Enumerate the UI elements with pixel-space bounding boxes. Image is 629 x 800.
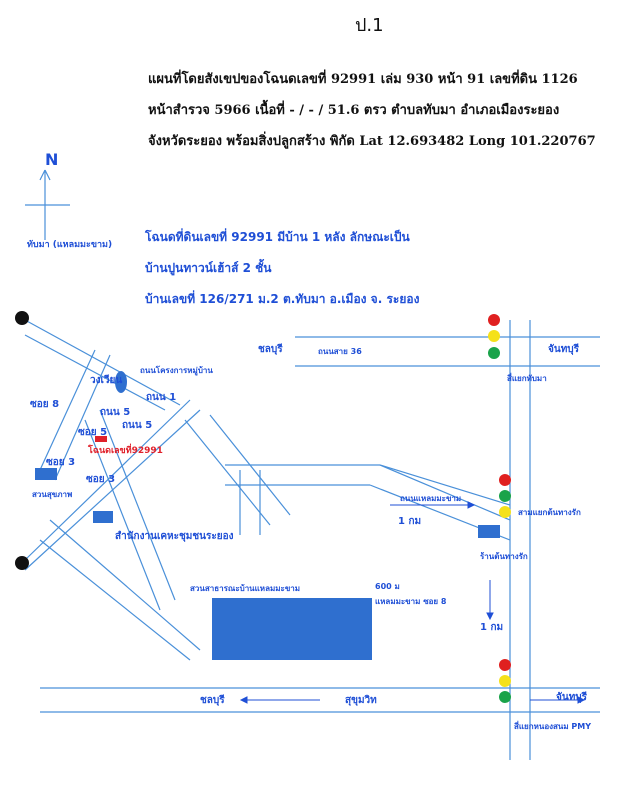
road-network [24, 169, 600, 760]
road-diagonal-2 [184, 419, 271, 526]
traffic-light-bottom-green [499, 691, 511, 703]
label-project-road: ถนนโครงการหมู่บ้าน [140, 366, 213, 375]
label-road-5-b: ถนน 5 [122, 420, 153, 431]
compass-arrow-right [44, 169, 51, 181]
header-line-3: จังหวัดระยอง พร้อมสิ่งปลูกสร้าง พิกัด La… [148, 134, 596, 149]
label-distance-600m: 600 ม [375, 582, 400, 591]
label-nongsanom-junction: สี่แยกหนองสนม PMY [514, 722, 592, 731]
page-number: ป.1 [355, 15, 384, 36]
corner-dot-top [15, 311, 29, 325]
village-road-f [39, 539, 191, 661]
village-diagonal-3 [24, 399, 191, 561]
label-park: สวนสุขภาพ [32, 490, 73, 499]
label-soi-5: ซอย 5 [78, 427, 108, 438]
public-park-block [212, 598, 372, 660]
north-letter: N [45, 150, 59, 169]
description-line-3: บ้านเลขที่ 126/271 ม.2 ต.ทับมา อ.เมือง จ… [145, 292, 420, 306]
description-line-1: โฉนดที่ดินเลขที่ 92991 มีบ้าน 1 หลัง ลัก… [145, 230, 410, 244]
village-road-c [84, 419, 161, 611]
park-block [35, 468, 57, 480]
description-line-2: บ้านปูนทาวน์เฮ้าส์ 2 ชั้น [145, 261, 272, 275]
label-road-1: ถนน 1 [146, 392, 177, 403]
traffic-light-top-red [488, 314, 500, 326]
traffic-light-middle-yellow [499, 506, 511, 518]
traffic-light-top-yellow [488, 330, 500, 342]
traffic-light-top-green [488, 347, 500, 359]
label-soi-3-a: ซอย 3 [46, 457, 76, 468]
label-sukhumvit: สุขุมวิท [345, 695, 377, 706]
laem-makham-connector-1 [379, 464, 511, 521]
label-tabma-junction: สี่แยกทับมา [507, 374, 547, 383]
label-deed-marker: โฉนดเลขที่92991 [88, 446, 163, 456]
compass-direction-label: ทับมา (แหลมมะขาม) [27, 240, 113, 250]
label-chanthaburi-top: จันทบุรี [548, 344, 580, 355]
label-housing-office: สำนักงานเคหะชุมชนระยอง [115, 531, 234, 542]
traffic-light-top [488, 314, 500, 359]
distance-arrows [239, 501, 586, 704]
traffic-light-bottom-yellow [499, 675, 511, 687]
label-road-5-a: ถนน 5 [100, 407, 131, 418]
village-road-d [99, 409, 176, 601]
compass-arrow-left [39, 169, 46, 181]
label-chanthaburi-bottom: จันทบุรี [556, 692, 588, 703]
deed-location-marker [95, 436, 107, 442]
label-tonphangrak-junction: สามแยกต้นทางรัก [518, 508, 581, 517]
traffic-light-middle-green [499, 490, 511, 502]
label-laem-makham-soi-8: แหลมมะขาม ซอย 8 [375, 597, 447, 606]
label-distance-1km-b: 1 กม [480, 622, 504, 633]
traffic-light-middle [499, 474, 511, 518]
arrow-head-down-1km [486, 612, 494, 621]
label-distance-1km-a: 1 กม [398, 516, 422, 527]
label-public-park: สวนสาธารณะบ้านแหลมมะขาม [190, 584, 301, 593]
label-chonburi-bottom: ชลบุรี [200, 695, 225, 706]
roundabout-marker [115, 371, 127, 393]
arrow-head-sukhumvit-right [577, 696, 586, 704]
corner-dot-bottom [15, 556, 29, 570]
label-road-36: ถนนสาย 36 [318, 347, 362, 356]
label-tonphangrak-shop: ร้านต้นทางรัก [480, 552, 528, 561]
label-soi-8: ซอย 8 [30, 399, 60, 410]
laem-makham-connector-3 [379, 464, 511, 506]
village-diagonal-1 [24, 319, 181, 406]
traffic-light-middle-red [499, 474, 511, 486]
header-line-2: หน้าสำรวจ 5966 เนื้อที่ - / - / 51.6 ตรว… [148, 103, 560, 118]
label-chonburi-top: ชลบุรี [258, 344, 283, 355]
village-road-e [49, 519, 201, 651]
header-line-1: แผนที่โดยสังเขปของโฉนดเลขที่ 92991 เล่ม … [148, 72, 578, 87]
village-road-b [54, 354, 111, 481]
village-diagonal-2 [24, 334, 166, 411]
label-laem-makham-road: ถนนแหลมมะขาม [400, 494, 462, 503]
tonphangrak-shop-block [478, 525, 500, 538]
arrow-head-1km-a [467, 501, 476, 509]
label-soi-3-b: ซอย 3 [86, 474, 116, 485]
village-road-a [39, 349, 96, 471]
housing-office-block [93, 511, 113, 523]
traffic-light-bottom [499, 659, 511, 703]
arrow-head-sukhumvit-left [239, 696, 248, 704]
traffic-light-bottom-red [499, 659, 511, 671]
label-roundabout: วงเวียน [90, 375, 123, 386]
